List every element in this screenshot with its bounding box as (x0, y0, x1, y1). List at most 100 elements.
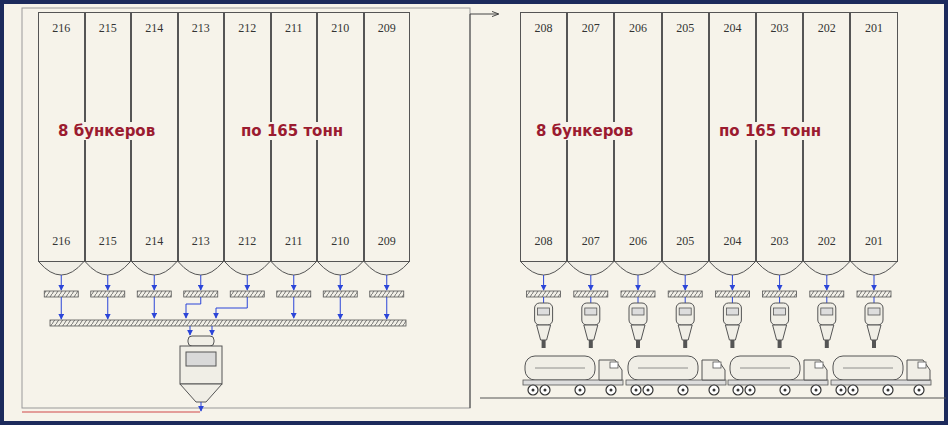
bunker-number: 205 (663, 234, 708, 249)
flow-arrow (340, 275, 341, 290)
equipment-stroke (538, 308, 550, 315)
wheel (528, 385, 538, 395)
bunker-number: 201 (851, 234, 896, 249)
capacity-note: по 165 тонн (238, 122, 346, 140)
equipment-stroke (918, 362, 926, 368)
hopper (179, 262, 224, 275)
flow-line (638, 297, 639, 303)
equipment-stroke (815, 362, 823, 368)
storage-bunker: 205 205 (662, 12, 709, 262)
dispenser (723, 303, 741, 325)
feeder (810, 291, 844, 297)
equipment-stroke (632, 308, 644, 315)
flow-line (212, 326, 213, 335)
flow-arrow (340, 297, 341, 319)
truck-cab (804, 360, 827, 380)
equipment-stroke (728, 380, 828, 385)
cement-tanker (628, 356, 698, 380)
bunker-number: 211 (272, 234, 317, 249)
feeder (230, 291, 264, 297)
bunker-number: 204 (710, 21, 755, 36)
feeder (370, 291, 404, 297)
loading-spout (631, 325, 645, 340)
flow-arrow (107, 297, 108, 319)
wheel (606, 385, 616, 395)
equipment-stroke (682, 389, 685, 392)
dispenser (676, 303, 694, 325)
equipment-stroke (918, 389, 921, 392)
hopper (757, 262, 802, 275)
flow-arrow (61, 297, 62, 319)
equipment-stroke (532, 389, 535, 392)
equipment-stroke (544, 389, 547, 392)
bunker-number: 212 (225, 234, 270, 249)
flow-arrow (154, 275, 155, 290)
equipment-stroke (610, 389, 613, 392)
loading-spout (773, 325, 787, 340)
storage-bunker: 201201 (850, 12, 897, 262)
feeder (763, 291, 797, 297)
bunker-number: 215 (86, 234, 131, 249)
capacity-note: 8 бункеров (55, 122, 158, 140)
equipment-stroke (887, 389, 890, 392)
wheel (709, 385, 719, 395)
bunker-number: 204 (710, 234, 755, 249)
loading-spout (678, 325, 692, 340)
flow-arrow (685, 275, 686, 290)
dispenser (865, 303, 883, 325)
equipment-stroke (626, 380, 726, 385)
flow-arrow (386, 297, 387, 319)
equipment-stroke (815, 389, 818, 392)
loading-spout (725, 325, 739, 340)
truck-cab (702, 360, 725, 380)
bunker-number: 207 (568, 21, 613, 36)
feeder (44, 291, 78, 297)
equipment-stroke (784, 389, 787, 392)
cement-tanker (833, 356, 903, 380)
loading-spout (537, 325, 551, 340)
bunker-number: 211 (272, 21, 317, 36)
equipment-stroke (868, 308, 880, 315)
bunker-number: 215 (86, 21, 131, 36)
left-panel-frame (22, 8, 470, 408)
hopper (804, 262, 849, 275)
repeated-equipment (39, 262, 931, 395)
wheel (575, 385, 585, 395)
feeder (527, 291, 561, 297)
nozzle (730, 340, 734, 348)
bunker-number: 214 (132, 234, 177, 249)
feeder (715, 291, 749, 297)
wheel (631, 385, 641, 395)
flow-arrow (200, 275, 201, 290)
wheel (643, 385, 653, 395)
bunker-number: 212 (225, 21, 270, 36)
bunker-number: 202 (804, 21, 849, 36)
dispenser (818, 303, 836, 325)
wheel (678, 385, 688, 395)
hopper (272, 262, 317, 275)
feeder (668, 291, 702, 297)
hopper (615, 262, 660, 275)
bunker-number: 203 (757, 234, 802, 249)
bunker-number: 208 (521, 234, 566, 249)
dispenser (582, 303, 600, 325)
hopper (365, 262, 410, 275)
feeder (574, 291, 608, 297)
hopper (86, 262, 131, 275)
ground-line (480, 398, 946, 399)
bunker-number: 210 (318, 21, 363, 36)
equipment-stroke (749, 389, 752, 392)
nozzle (636, 340, 640, 348)
hopper (710, 262, 755, 275)
transfer-line (470, 14, 498, 408)
flow-arrow (826, 275, 827, 290)
feeder (857, 291, 891, 297)
feeder (184, 291, 218, 297)
flow-line (732, 297, 733, 303)
nozzle (589, 340, 593, 348)
mixer-symbol (180, 336, 222, 402)
flow-arrow (543, 275, 544, 290)
bunker-number: 205 (663, 21, 708, 36)
